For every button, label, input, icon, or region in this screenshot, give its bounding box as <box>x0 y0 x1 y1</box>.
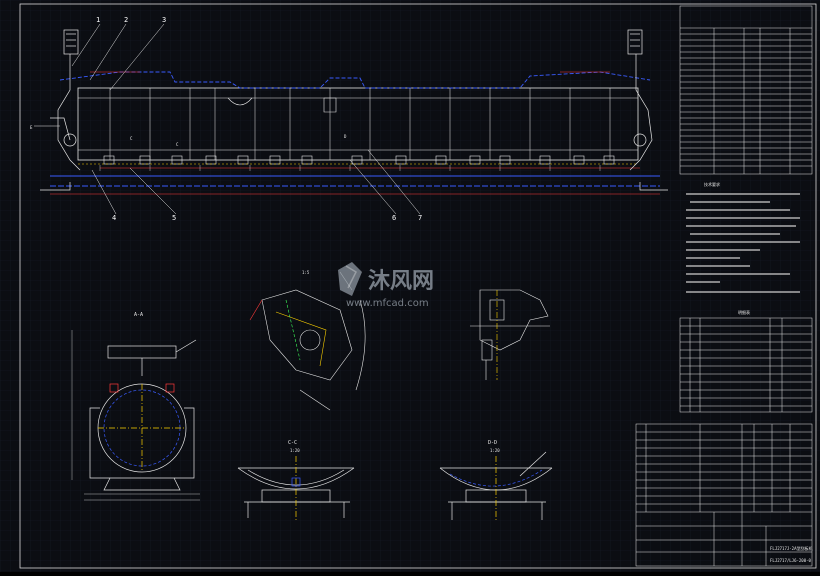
svg-text:C: C <box>176 142 179 147</box>
parts-list-table <box>679 317 813 413</box>
bom-table <box>635 423 813 567</box>
section-c-c-title: C-C <box>288 440 297 446</box>
detail-view-right <box>470 289 550 380</box>
view-e-marker: E <box>30 125 33 130</box>
section-a-a-view <box>71 330 200 501</box>
balloon-1: 1 <box>96 16 100 24</box>
balloon-7: 7 <box>418 214 422 222</box>
main-elevation-view: C C D E <box>30 29 668 195</box>
svg-text:D: D <box>344 134 347 139</box>
parameter-table <box>679 5 813 175</box>
section-d-d-scale: 1:20 <box>490 448 500 453</box>
tech-requirements-block: 技术要求 <box>686 181 800 293</box>
watermark-url: www.mfcad.com <box>346 298 429 309</box>
balloon-2: 2 <box>124 16 128 24</box>
title-block-drawing-no: FLJ2717/LJ6-200-0 <box>770 558 812 563</box>
drawing-frame <box>19 3 817 569</box>
detail-view-middle <box>249 271 366 411</box>
section-d-d-view <box>439 451 553 520</box>
balloon-4: 4 <box>112 214 116 222</box>
balloon-3: 3 <box>162 16 166 24</box>
balloon-group: 1 2 3 4 5 6 7 <box>96 16 422 222</box>
balloon-5: 5 <box>172 214 176 222</box>
title-block: FLJ2717J-2A型刮板机 FLJ2717/LJ6-200-0 <box>770 545 813 563</box>
watermark-logo-icon <box>338 262 362 296</box>
svg-text:C: C <box>130 136 133 141</box>
section-d-d-title: D-D <box>488 440 497 446</box>
balloon-6: 6 <box>392 214 396 222</box>
section-c-c-scale: 1:20 <box>290 448 300 453</box>
detail-scale-label: 1:5 <box>302 270 310 275</box>
watermark-brand: 沐风网 <box>368 269 434 294</box>
section-c-c-view <box>237 456 355 520</box>
tech-requirements-heading: 技术要求 <box>704 181 720 187</box>
title-block-name: FLJ2717J-2A型刮板机 <box>770 545 813 551</box>
watermark: 沐风网 www.mfcad.com <box>338 262 434 309</box>
section-a-a-title: A-A <box>134 312 143 318</box>
parts-list-heading: 明细表 <box>738 309 750 315</box>
